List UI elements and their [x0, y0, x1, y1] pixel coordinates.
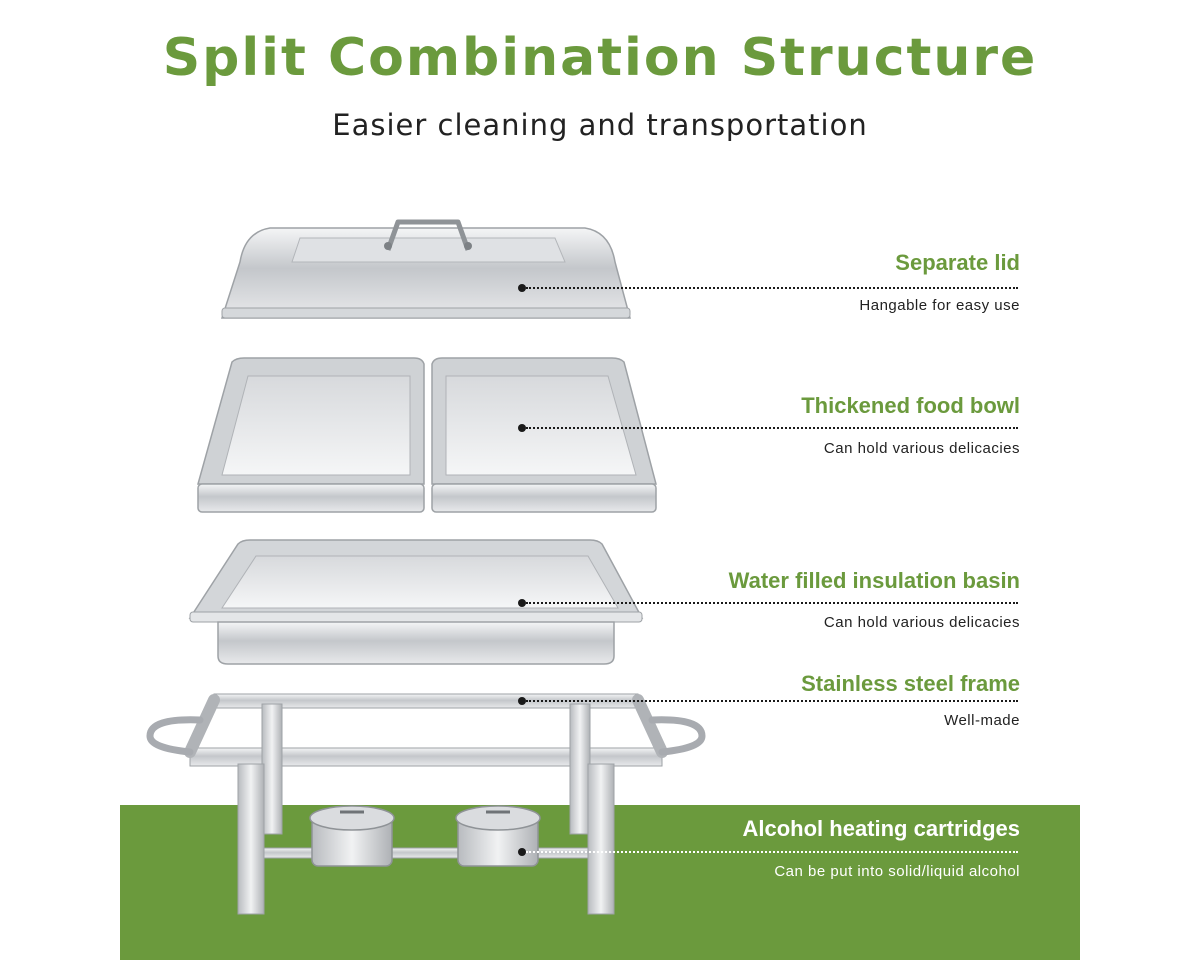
callout-dot-food-bowl: [518, 424, 526, 432]
callout-leader-lid: [526, 287, 1018, 289]
callout-desc-steel-frame: Well-made: [944, 712, 1020, 729]
callout-label-heating-cartridges: Alcohol heating cartridges: [742, 816, 1021, 841]
callout-leader-basin: [526, 602, 1018, 604]
page-title: Split Combination Structure: [162, 28, 1038, 88]
callout-desc-insulation-basin: Can hold various delicacies: [823, 614, 1020, 631]
callout-label-steel-frame: Stainless steel frame: [801, 671, 1020, 696]
lid-handle-icon: [384, 219, 472, 251]
callout-desc-heating-cartridges: Can be put into solid/liquid alcohol: [774, 863, 1020, 880]
page-subtitle: Easier cleaning and transportation: [332, 108, 868, 142]
water-insulation-basin: [188, 539, 644, 665]
callout-dot-lid: [518, 284, 526, 292]
callout-leader-cartridges: [526, 851, 1018, 853]
callout-desc-food-bowl: Can hold various delicacies: [823, 440, 1020, 457]
callout-leader-food-bowl: [526, 427, 1018, 429]
callout-desc-separate-lid: Hangable for easy use: [859, 297, 1020, 314]
callout-dot-cartridges: [518, 848, 526, 856]
callout-dot-basin: [518, 599, 526, 607]
food-bowls: [197, 357, 657, 513]
stainless-steel-frame: [146, 693, 706, 915]
callout-label-food-bowl: Thickened food bowl: [801, 393, 1020, 418]
callout-label-separate-lid: Separate lid: [895, 250, 1020, 275]
callout-label-insulation-basin: Water filled insulation basin: [728, 568, 1020, 593]
separate-lid: [220, 219, 631, 319]
callout-leader-frame: [526, 700, 1018, 702]
callout-dot-frame: [518, 697, 526, 705]
